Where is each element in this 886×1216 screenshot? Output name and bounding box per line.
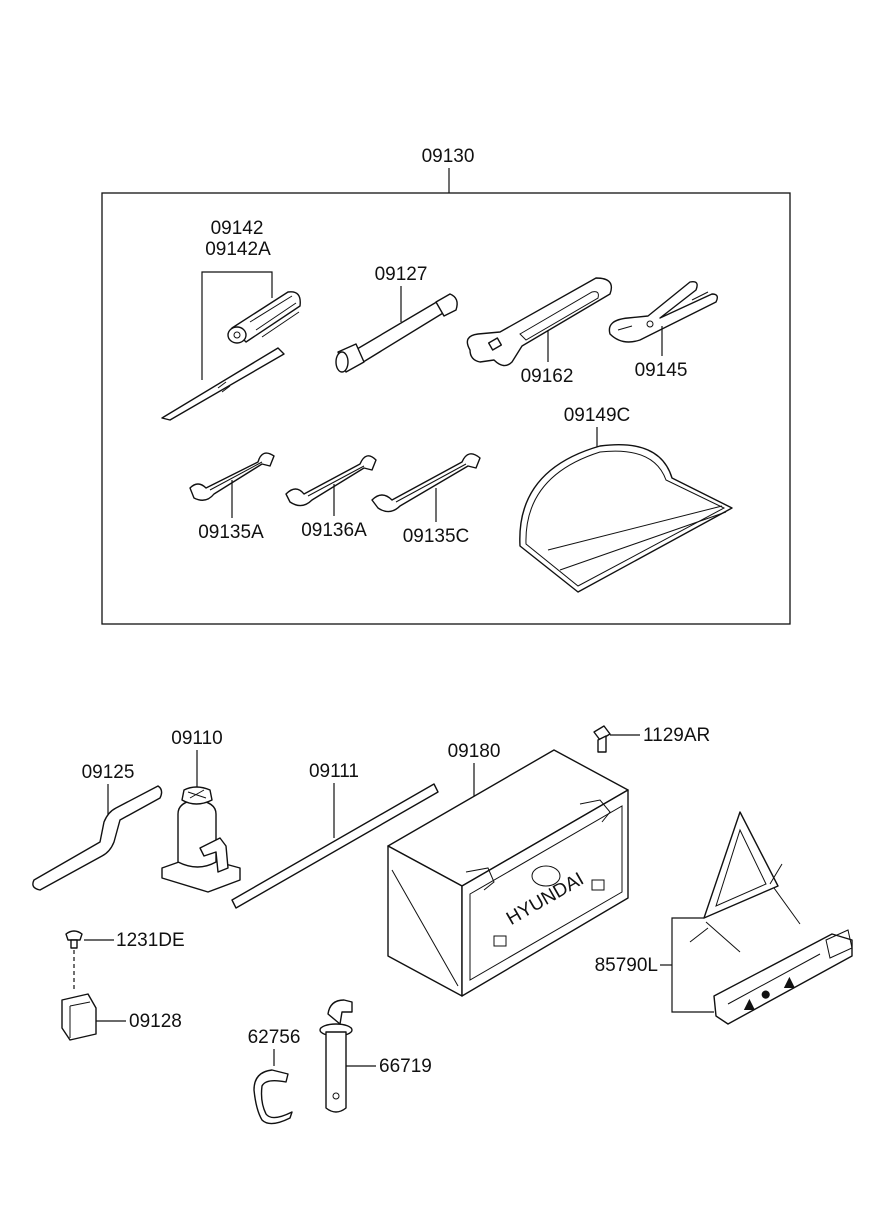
label-09125[interactable]: 09125 (82, 762, 135, 783)
pin-part: 66719 (319, 999, 432, 1113)
tool-box-icon: HYUNDAI (387, 749, 629, 997)
screwdriver-blade-icon (161, 347, 285, 421)
pin-icon (319, 999, 353, 1113)
tool-bag-part: 09149C (519, 405, 733, 593)
screw-icon (65, 930, 83, 949)
wrench-rod-part: 09111 (231, 761, 439, 909)
label-09130[interactable]: 09130 (422, 146, 475, 167)
adjustable-wrench-icon (466, 277, 613, 367)
label-1231DE[interactable]: 1231DE (116, 930, 185, 951)
label-09142A[interactable]: 09142A (205, 239, 271, 260)
label-09110[interactable]: 09110 (171, 728, 222, 749)
tool-box-part: 09180 HYUNDAI (387, 741, 629, 997)
bolt-icon (593, 725, 611, 753)
adjustable-wrench-part: 09162 (466, 277, 613, 387)
label-09180[interactable]: 09180 (448, 741, 501, 762)
open-wrench-c-icon (371, 453, 481, 513)
label-85790L[interactable]: 85790L (595, 955, 658, 976)
label-09128[interactable]: 09128 (129, 1011, 182, 1032)
warning-triangle-icon: ▲ ● ▲ (689, 811, 853, 1025)
clip-icon (253, 1069, 293, 1125)
screwdriver-part: 09142 09142A (161, 218, 301, 421)
pliers-part: 09145 (608, 280, 719, 381)
label-09135A[interactable]: 09135A (198, 522, 264, 543)
tool-kit-frame (101, 192, 791, 625)
bottle-jack-icon (161, 786, 241, 893)
label-09142[interactable]: 09142 (211, 218, 264, 239)
label-62756[interactable]: 62756 (248, 1027, 301, 1048)
label-1129AR[interactable]: 1129AR (643, 725, 710, 746)
open-wrench-b-icon (285, 455, 377, 507)
bottle-jack-part: 09110 (161, 728, 241, 893)
triangle-mark-2-icon: ▲ (780, 972, 799, 993)
socket-icon (335, 343, 365, 373)
jack-handle-part: 09125 (32, 762, 163, 891)
wrench-rod-icon (231, 783, 439, 909)
label-09135C[interactable]: 09135C (403, 526, 470, 547)
open-wrench-a-part: 09135A (189, 452, 275, 543)
open-wrench-b-part: 09136A (285, 455, 377, 541)
label-09149C[interactable]: 09149C (564, 405, 631, 426)
screw-part: 1231DE (65, 930, 185, 990)
label-66719[interactable]: 66719 (379, 1056, 432, 1077)
triangle-mark-1-icon: ▲ (740, 994, 759, 1015)
dot-mark-icon: ● (760, 984, 771, 1005)
bracket-part: 09128 (61, 993, 182, 1041)
bracket-icon (61, 993, 97, 1041)
pliers-icon (608, 280, 719, 343)
label-09145[interactable]: 09145 (635, 360, 688, 381)
tool-kit-group: 09130 (101, 146, 791, 625)
jack-handle-icon (32, 785, 163, 891)
label-09162[interactable]: 09162 (521, 366, 574, 387)
open-wrench-c-part: 09135C (371, 453, 481, 547)
label-09136A[interactable]: 09136A (301, 520, 367, 541)
screwdriver-handle-icon (227, 291, 301, 344)
label-09127[interactable]: 09127 (375, 264, 428, 285)
extension-bar-part: 09127 (335, 264, 458, 373)
clip-part: 62756 (248, 1027, 301, 1125)
warning-triangle-part: ▲ ● ▲ 85790L (595, 811, 853, 1025)
bolt-part: 1129AR (593, 725, 710, 753)
tool-bag-icon (519, 444, 733, 593)
label-09111[interactable]: 09111 (309, 761, 359, 782)
open-wrench-a-icon (189, 452, 275, 501)
